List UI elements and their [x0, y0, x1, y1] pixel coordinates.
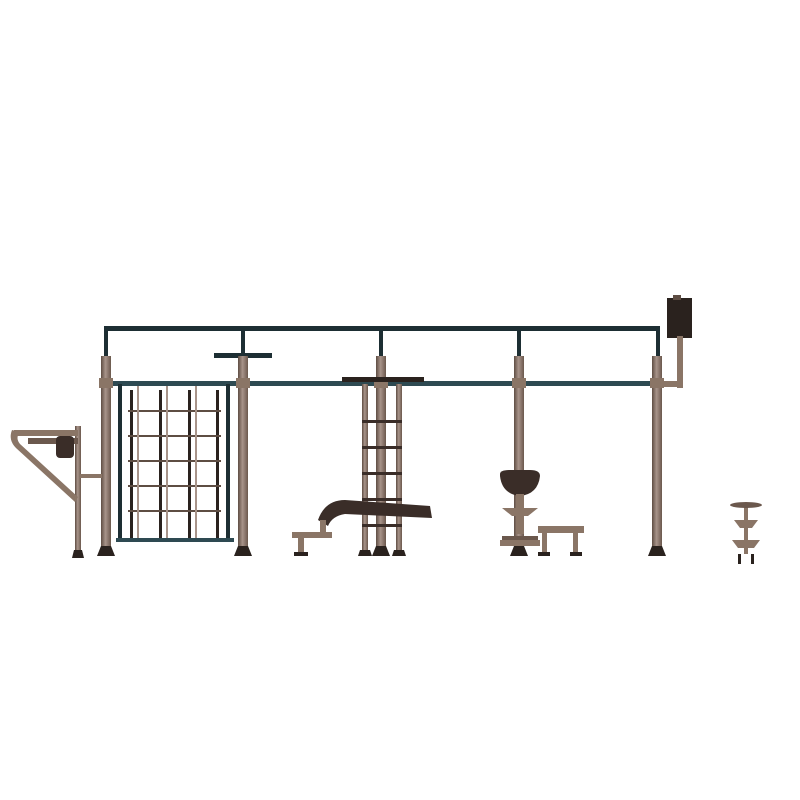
sign-box: [660, 295, 692, 388]
ladder: [342, 377, 424, 556]
top-rail: [104, 326, 660, 356]
left-press-station: [10, 426, 102, 558]
stepping-stand: [730, 502, 762, 564]
twister-station: [500, 470, 540, 546]
climbing-grid: [116, 384, 234, 542]
step-bench: [538, 526, 584, 556]
rig-posts: [97, 356, 666, 556]
situp-bench: [292, 500, 432, 556]
